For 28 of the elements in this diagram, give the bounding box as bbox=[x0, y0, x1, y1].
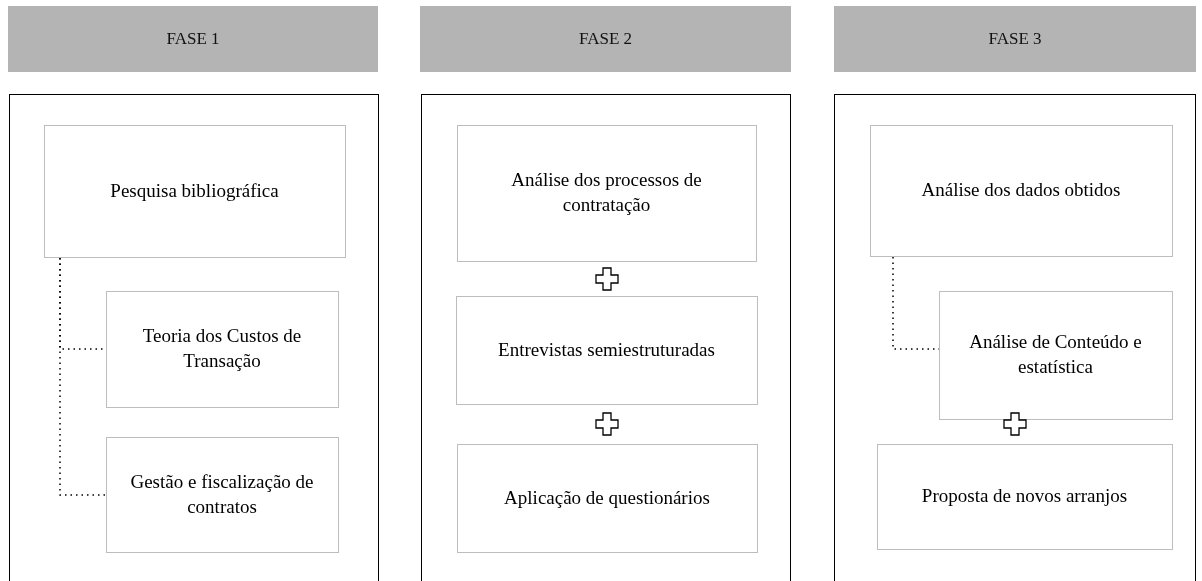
step-text: Pesquisa bibliográfica bbox=[110, 178, 279, 203]
phase-panel bbox=[421, 94, 791, 581]
phase-panel bbox=[834, 94, 1196, 581]
step-box bbox=[456, 124, 757, 262]
step-text: Entrevistas semiestruturadas bbox=[498, 337, 715, 362]
step-box bbox=[43, 124, 346, 258]
step-text: Aplicação de questionários bbox=[504, 485, 710, 510]
step-text: Proposta de novos arranjos bbox=[921, 484, 1128, 509]
phase-header-band bbox=[420, 6, 791, 72]
step-box bbox=[105, 290, 339, 408]
step-box bbox=[105, 436, 339, 553]
step-text: Análise de Conteúdo e estatística bbox=[968, 330, 1143, 379]
step-text: Análise dos dados obtidos bbox=[921, 178, 1121, 203]
phase-title: FASE 3 bbox=[988, 29, 1042, 49]
step-box bbox=[455, 295, 758, 405]
step-text: Gestão e fiscalização de contratos bbox=[129, 469, 315, 519]
step-box bbox=[456, 443, 758, 553]
phase-title: FASE 1 bbox=[166, 29, 220, 49]
step-box bbox=[876, 443, 1173, 550]
step-text: Teoria dos Custos de Transação bbox=[141, 324, 303, 373]
phase-header-band bbox=[8, 6, 378, 72]
step-box bbox=[869, 124, 1173, 257]
phase-header-band bbox=[834, 6, 1196, 72]
step-text: Análise dos processos de contratação bbox=[510, 168, 703, 217]
step-box bbox=[938, 290, 1173, 420]
connector-line bbox=[59, 257, 107, 496]
phase-panel bbox=[9, 94, 379, 581]
phase-title: FASE 2 bbox=[578, 29, 633, 49]
